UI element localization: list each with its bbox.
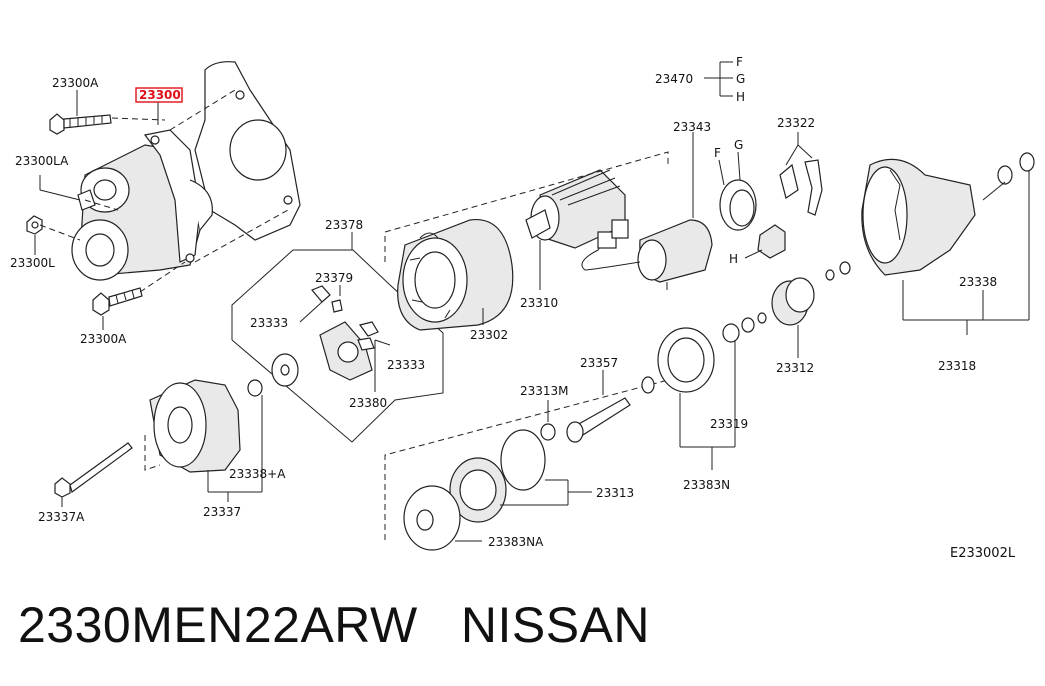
shaft-23357 [566,370,631,443]
label-H-legend: H [736,90,745,104]
label-23470: 23470 [655,72,693,86]
label-F: F [714,146,721,160]
label-23300A-bottom: 23300A [80,332,127,346]
part-number-caption: 2330MEN22ARW NISSAN [18,597,651,653]
label-23312: 23312 [776,361,814,375]
label-23310: 23310 [520,296,558,310]
front-housing-23318 [861,152,1035,335]
label-23383N: 23383N [683,478,730,492]
label-23333-left: 23333 [250,316,288,330]
label-23357: 23357 [580,356,618,370]
lever-23322 [779,132,823,216]
label-23300LA: 23300LA [15,154,69,168]
rear-cover-23337 [54,379,263,507]
starter-assembly-drawing [71,61,301,281]
label-23302: 23302 [470,328,508,342]
label-23300A-top: 23300A [52,76,99,90]
label-23343: 23343 [673,120,711,134]
label-23319: 23319 [710,417,748,431]
yoke-23302 [397,218,514,331]
gear-23313M [540,400,556,441]
bolt-23300A-bottom [92,287,143,316]
ring-F [718,151,757,231]
label-23337A: 23337A [38,510,85,524]
label-23379: 23379 [315,271,353,285]
label-G: G [734,138,743,152]
label-23338: 23338 [959,275,997,289]
armature-23310 [525,169,626,290]
label-23300: 23300 [139,88,181,102]
solenoid-23343 [581,132,713,290]
label-23378: 23378 [325,218,363,232]
label-23337: 23337 [203,505,241,519]
label-23300-highlight[interactable]: 23300 [135,87,183,103]
label-H: H [729,252,738,266]
diagram-code: E233002L [950,546,1016,561]
label-23380: 23380 [349,396,387,410]
label-F-legend: F [736,55,743,69]
label-23383NA: 23383NA [488,535,544,549]
ring-23383N [641,312,767,470]
label-23318: 23318 [938,359,976,373]
label-23338A: 23338+A [229,467,286,481]
label-23333-right: 23333 [387,358,425,372]
label-23322: 23322 [777,116,815,130]
label-23313: 23313 [596,486,634,500]
bracket-H [744,224,786,259]
clutch-23312 [771,261,851,358]
bolt-23300A-top [49,113,112,135]
brush-holder-group [231,232,444,443]
label-23300L: 23300L [10,256,55,270]
label-23313M: 23313M [520,384,569,398]
label-G-legend: G [736,72,745,86]
plate-23383NA [403,485,482,551]
nut-23300L [26,215,43,235]
gear-ring-23313 [449,429,592,523]
washer [271,353,299,387]
